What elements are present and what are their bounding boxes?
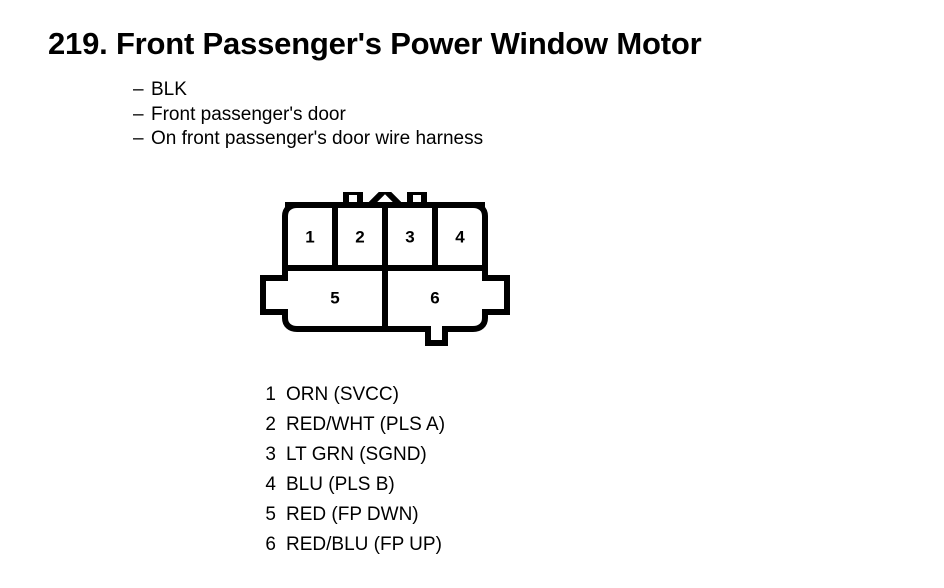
legend-row: 4 BLU (PLS B) [258,470,445,500]
legend-number: 5 [265,504,276,525]
legend-label: BLU (PLS B) [286,474,395,495]
legend-number: 2 [265,414,276,435]
connector-pin-3: 3 [405,227,414,246]
connector-pin-6: 6 [430,288,439,307]
spec-line: –Front passenger's door [133,103,483,128]
legend-label: RED (FP DWN) [286,504,419,525]
legend-number: 4 [265,474,276,495]
legend-label: ORN (SVCC) [286,384,399,405]
connector-pin-1: 1 [305,227,314,246]
connector-pin-4: 4 [455,227,465,246]
legend-row: 3 LT GRN (SGND) [258,440,445,470]
pin-legend: 1 ORN (SVCC) 2 RED/WHT (PLS A) 3 LT GRN (SG… [258,380,445,560]
spec-list: –BLK –Front passenger's door –On front p… [133,78,483,152]
connector-dividers [285,205,485,329]
connector-pin-5: 5 [330,288,339,307]
spec-dash: – [133,79,144,100]
spec-dash: – [133,103,144,125]
legend-row: 2 RED/WHT (PLS A) [258,410,445,440]
spec-text: On front passenger's door wire harness [151,128,484,149]
legend-number: 3 [265,444,276,465]
legend-row: 6 RED/BLU (FP UP) [258,530,445,560]
connector-pin-2: 2 [355,227,364,246]
legend-label: RED/WHT (PLS A) [286,414,446,435]
legend-number: 1 [265,384,276,405]
spec-text: Front passenger's door [151,103,346,125]
connector-diagram: 1 2 3 4 5 6 [250,192,520,347]
legend-row: 5 RED (FP DWN) [258,500,445,530]
legend-row: 1 ORN (SVCC) [258,380,445,410]
spec-dash: – [133,128,144,149]
legend-label: LT GRN (SGND) [286,444,427,465]
spec-text: BLK [151,79,187,100]
spec-line: –On front passenger's door wire harness [133,127,483,152]
legend-number: 6 [265,534,276,555]
page-title: 219. Front Passenger's Power Window Moto… [48,26,702,61]
spec-line: –BLK [133,78,483,103]
legend-label: RED/BLU (FP UP) [286,534,442,555]
